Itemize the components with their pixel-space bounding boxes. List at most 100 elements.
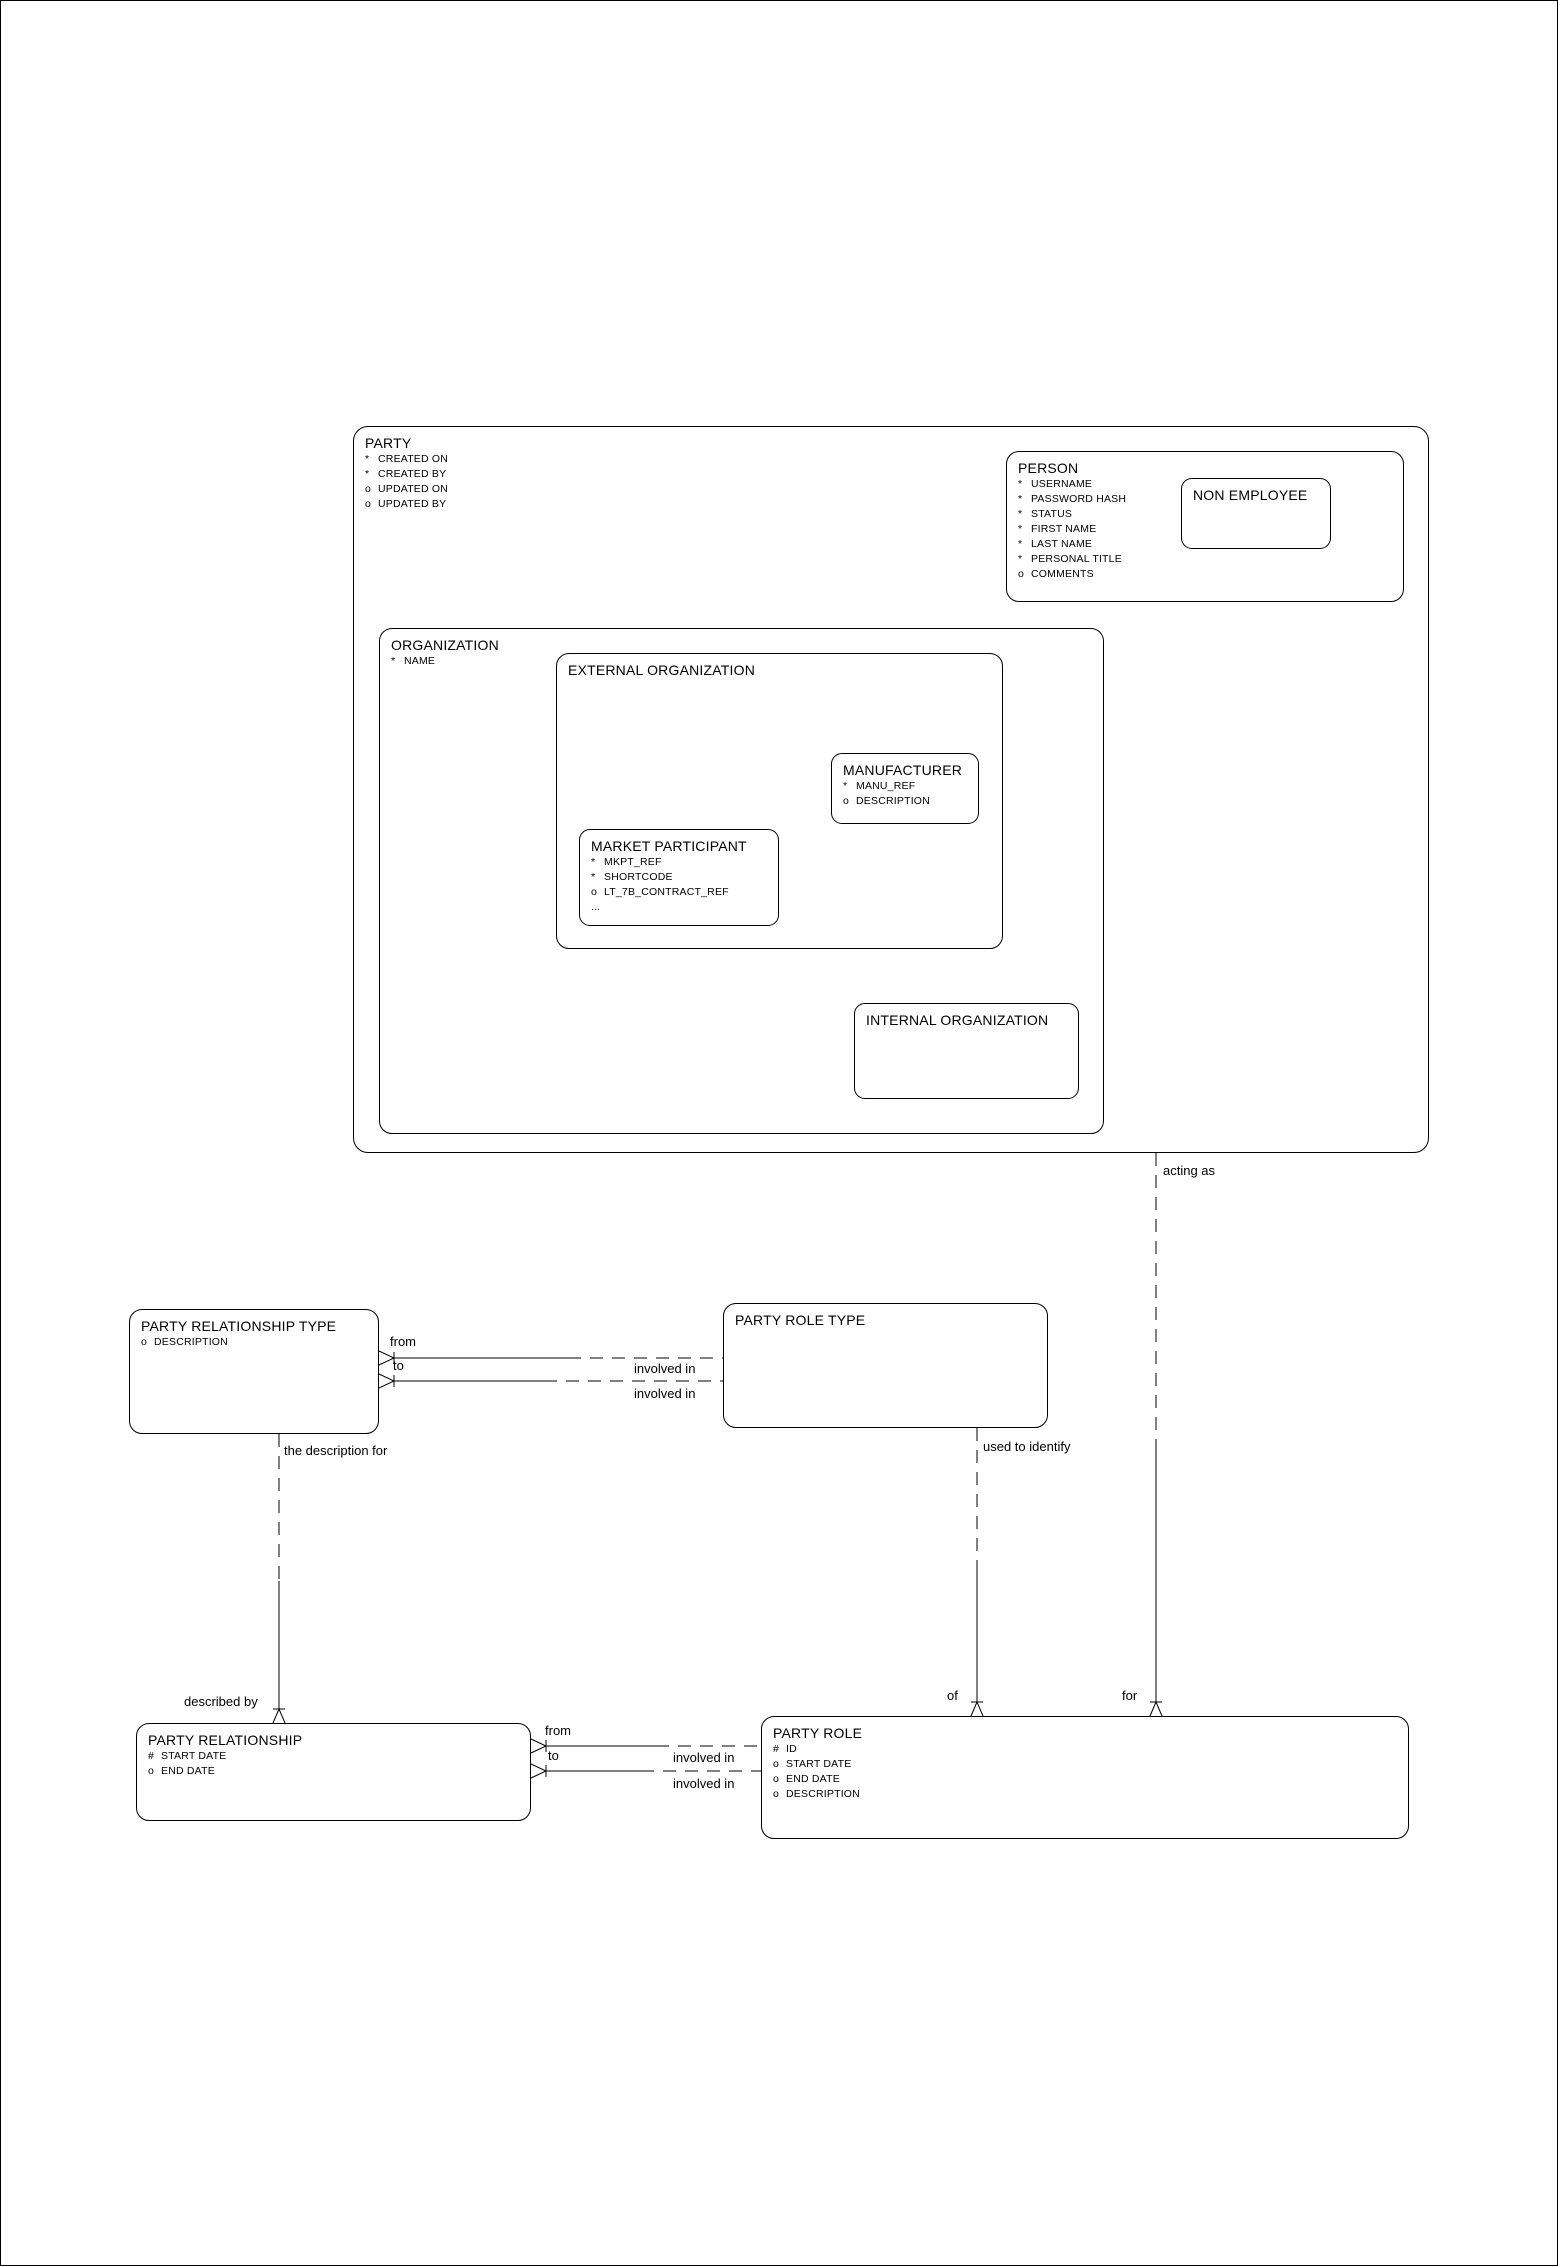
attribute-marker: o — [365, 498, 371, 510]
attribute-marker: o — [1018, 568, 1024, 580]
attribute-row: *MKPT_REF — [591, 855, 778, 870]
relationship-from-line[interactable] — [530, 1738, 761, 1754]
attribute-marker: * — [365, 453, 370, 465]
entity-party-relationship[interactable]: PARTY RELATIONSHIP #START DATE o END DATE — [136, 1723, 531, 1821]
attribute-marker: * — [365, 468, 370, 480]
relationship-label-type-from: from — [390, 1334, 416, 1349]
attribute-row: * CREATED BY — [365, 467, 1428, 482]
attribute-name: DESCRIPTION — [786, 1788, 860, 1800]
attribute-row: o DESCRIPTION — [843, 794, 978, 809]
attribute-row: ... — [591, 900, 778, 915]
attribute-row: *FIRST NAME — [1018, 522, 1403, 537]
entity-title: ORGANIZATION — [391, 637, 499, 653]
relationship-label-used-to-identify: used to identify — [983, 1439, 1071, 1454]
entity-title: PARTY RELATIONSHIP TYPE — [141, 1318, 337, 1334]
attribute-row: *USERNAME — [1018, 477, 1403, 492]
attribute-name: START DATE — [161, 1750, 227, 1762]
attribute-name: CREATED ON — [378, 453, 449, 465]
attribute-row: * CREATED ON — [365, 452, 1428, 467]
relationship-type-to-line[interactable] — [378, 1373, 723, 1389]
attribute-row: * SHORTCODE — [591, 870, 778, 885]
attribute-marker: * — [843, 780, 848, 792]
entity-title: INTERNAL ORGANIZATION — [866, 1012, 1049, 1028]
relationship-to-line[interactable] — [530, 1763, 761, 1779]
attribute-name: FIRST NAME — [1031, 523, 1097, 535]
relationship-description-for-line[interactable] — [272, 1434, 286, 1724]
attribute-marker: # — [773, 1743, 779, 1755]
attribute-row: #START DATE — [148, 1749, 530, 1764]
attribute-marker: * — [391, 655, 396, 667]
entity-organization[interactable]: ORGANIZATION * NAME — [379, 628, 1104, 1134]
attribute-marker: o — [148, 1765, 154, 1777]
attribute-marker: o — [773, 1773, 779, 1785]
relationship-label-type-involved-in-a: involved in — [634, 1361, 696, 1376]
relationship-label-described-by: described by — [184, 1694, 258, 1709]
attribute-name: END DATE — [161, 1765, 215, 1777]
attribute-marker: o — [141, 1336, 147, 1348]
entity-market-participant[interactable]: MARKET PARTICIPANT *MKPT_REF *SHORTCODE … — [579, 829, 779, 926]
entity-title: PARTY ROLE TYPE — [735, 1312, 866, 1328]
relationship-label-the-description-for: the description for — [284, 1443, 388, 1458]
entity-party-role-type[interactable]: PARTY ROLE TYPE — [723, 1303, 1048, 1428]
entity-party[interactable]: PARTY * CREATED ON * CREATED BY o UPDATED O… — [353, 426, 1429, 1153]
attribute-row: * NAME — [391, 654, 1103, 669]
entity-party-relationship-type[interactable]: PARTY RELATIONSHIP TYPE o DESCRIPTION — [129, 1309, 379, 1434]
attribute-row: o DESCRIPTION — [773, 1787, 1408, 1802]
relationship-used-to-identify-line[interactable] — [970, 1428, 984, 1717]
attribute-name: LAST NAME — [1031, 538, 1093, 550]
entity-non-employee[interactable]: NON EMPLOYEE — [1181, 478, 1331, 549]
attribute-name: DESCRIPTION — [856, 795, 930, 807]
relationship-acting-as-line[interactable] — [1149, 1153, 1163, 1717]
entity-title: NON EMPLOYEE — [1193, 487, 1308, 503]
entity-title: EXTERNAL ORGANIZATION — [568, 662, 755, 678]
relationship-type-from-line[interactable] — [378, 1350, 723, 1366]
relationship-label-type-to: to — [393, 1358, 404, 1373]
entity-internal-organization[interactable]: INTERNAL ORGANIZATION — [854, 1003, 1079, 1099]
attribute-marker: o — [773, 1758, 779, 1770]
attribute-row: o UPDATED BY — [365, 497, 1428, 512]
relationship-label-for: for — [1122, 1688, 1138, 1703]
attribute-name: PERSONAL TITLE — [1031, 553, 1122, 565]
attribute-row: o UPDATED ON — [365, 482, 1428, 497]
relationship-label-rel-from: from — [545, 1723, 571, 1738]
entity-title: PARTY RELATIONSHIP — [148, 1732, 303, 1748]
attribute-row: * PASSWORD HASH — [1018, 492, 1403, 507]
attribute-name: UPDATED BY — [378, 498, 447, 510]
attribute-name: SHORTCODE — [604, 871, 673, 883]
attribute-marker: ... — [591, 901, 600, 913]
entity-title: PARTY — [365, 435, 412, 451]
attribute-name: LT_7B_CONTRACT_REF — [604, 886, 729, 898]
entity-person[interactable]: PERSON *USERNAME *PASSWORD HASH *STATUS … — [1006, 451, 1404, 602]
attribute-marker: * — [1018, 493, 1023, 505]
entity-title: MARKET PARTICIPANT — [591, 838, 747, 854]
entity-title: PERSON — [1018, 460, 1079, 476]
attribute-name: PASSWORD HASH — [1031, 493, 1127, 505]
attribute-name: COMMENTS — [1031, 568, 1094, 580]
attribute-name: NAME — [404, 655, 436, 667]
attribute-marker: * — [591, 871, 596, 883]
attribute-marker: * — [1018, 508, 1023, 520]
attribute-marker: o — [591, 886, 597, 898]
attribute-row: * PERSONAL TITLE — [1018, 552, 1403, 567]
attribute-marker: o — [365, 483, 371, 495]
entity-external-organization[interactable]: EXTERNAL ORGANIZATION — [556, 653, 1003, 949]
attribute-name: CREATED BY — [378, 468, 447, 480]
entity-title: MANUFACTURER — [843, 762, 963, 778]
attribute-name: UPDATED ON — [378, 483, 449, 495]
attribute-marker: * — [1018, 553, 1023, 565]
attribute-name: DESCRIPTION — [154, 1336, 228, 1348]
attribute-row: o END DATE — [148, 1764, 530, 1779]
relationship-label-of: of — [947, 1688, 958, 1703]
attribute-row: *LAST NAME — [1018, 537, 1403, 552]
attribute-row: o DESCRIPTION — [141, 1335, 378, 1350]
attribute-name: ID — [786, 1743, 797, 1755]
attribute-name: MKPT_REF — [604, 856, 662, 868]
relationship-label-acting-as: acting as — [1163, 1163, 1216, 1178]
relationship-label-rel-involved-in-a: involved in — [673, 1750, 735, 1765]
relationship-label-rel-involved-in-b: involved in — [673, 1776, 735, 1791]
attribute-marker: o — [773, 1788, 779, 1800]
attribute-marker: o — [843, 795, 849, 807]
